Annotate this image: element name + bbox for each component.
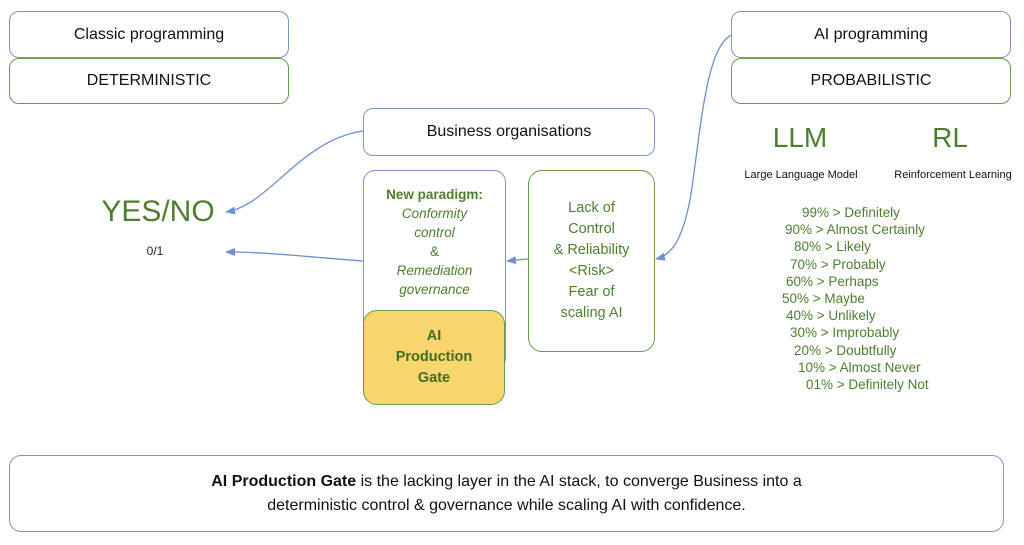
rl-full: Reinforcement Learning bbox=[894, 169, 1012, 181]
classic-programming-box: Classic programming bbox=[9, 11, 289, 58]
paradigm-heading: New paradigm: bbox=[386, 187, 483, 202]
ai-production-gate-box: AI Production Gate bbox=[363, 310, 505, 405]
probability-item: 20% > Doubtfully bbox=[794, 342, 897, 358]
deterministic-label: DETERMINISTIC bbox=[86, 72, 212, 89]
classic-programming-label: Classic programming bbox=[73, 25, 225, 43]
probability-item: 70% > Probably bbox=[790, 256, 886, 272]
business-organisations-box: Business organisations bbox=[363, 108, 655, 156]
rl-abbr: RL bbox=[932, 122, 968, 153]
deterministic-box: DETERMINISTIC bbox=[9, 58, 289, 104]
lack-of-control-box: Lack of Control & Reliability <Risk> Fea… bbox=[528, 170, 655, 352]
footer-line-2: deterministic control & governance while… bbox=[267, 496, 746, 514]
zero-one-label: 0/1 bbox=[146, 244, 164, 258]
probability-list: 99% > Definitely 90% > Almost Certainly … bbox=[760, 204, 980, 393]
lack-line-3: & Reliability bbox=[553, 242, 630, 258]
probability-item: 60% > Perhaps bbox=[786, 273, 879, 289]
footer-statement-box: AI Production Gate is the lacking layer … bbox=[9, 455, 1004, 532]
probability-item: 10% > Almost Never bbox=[798, 359, 921, 375]
lack-line-5: Fear of bbox=[568, 284, 615, 300]
paradigm-line-remediation: Remediation bbox=[396, 263, 473, 278]
paradigm-line-control: control bbox=[414, 225, 455, 240]
probability-item: 30% > Improbably bbox=[790, 325, 900, 341]
paradigm-ampersand: & bbox=[429, 244, 439, 259]
probability-item: 40% > Unlikely bbox=[786, 308, 876, 324]
business-organisations-label: Business organisations bbox=[426, 123, 592, 140]
arrow-ai-to-lack bbox=[655, 34, 733, 261]
ai-programming-box: AI programming bbox=[731, 11, 1011, 58]
arrow-lack-to-paradigm bbox=[506, 256, 529, 265]
lack-line-2: Control bbox=[568, 221, 615, 237]
arrow-paradigm-to-01 bbox=[225, 248, 364, 262]
arrow-business-to-yesno bbox=[225, 130, 364, 215]
new-paradigm-box: New paradigm: Conformity control & Remed… bbox=[363, 170, 506, 370]
lack-line-1: Lack of bbox=[568, 200, 615, 216]
paradigm-line-conformity: Conformity bbox=[401, 206, 468, 221]
footer-line-1: is the lacking layer in the AI stack, to… bbox=[356, 472, 802, 490]
probabilistic-label: PROBABILISTIC bbox=[810, 72, 932, 89]
probability-item: 50% > Maybe bbox=[782, 291, 865, 307]
probability-item: 80% > Likely bbox=[794, 239, 871, 255]
probability-item: 99% > Definitely bbox=[802, 205, 900, 220]
llm-abbr: LLM bbox=[772, 122, 828, 153]
gate-line-ai: AI bbox=[426, 328, 442, 344]
probabilistic-box: PROBABILISTIC bbox=[731, 58, 1011, 104]
ai-programming-label: AI programming bbox=[814, 25, 928, 43]
yes-no-label: YES/NO bbox=[101, 195, 215, 228]
lack-line-6: scaling AI bbox=[560, 305, 623, 321]
gate-line-production: Production bbox=[395, 349, 473, 365]
probability-item: 90% > Almost Certainly bbox=[785, 222, 925, 238]
lack-line-4: <Risk> bbox=[568, 263, 615, 279]
paradigm-line-governance: governance bbox=[399, 282, 470, 297]
probability-item: 01% > Definitely Not bbox=[806, 377, 929, 393]
footer-bold-term: AI Production Gate bbox=[211, 472, 357, 490]
gate-line-gate: Gate bbox=[417, 370, 451, 386]
llm-full: Large Language Model bbox=[744, 169, 858, 181]
